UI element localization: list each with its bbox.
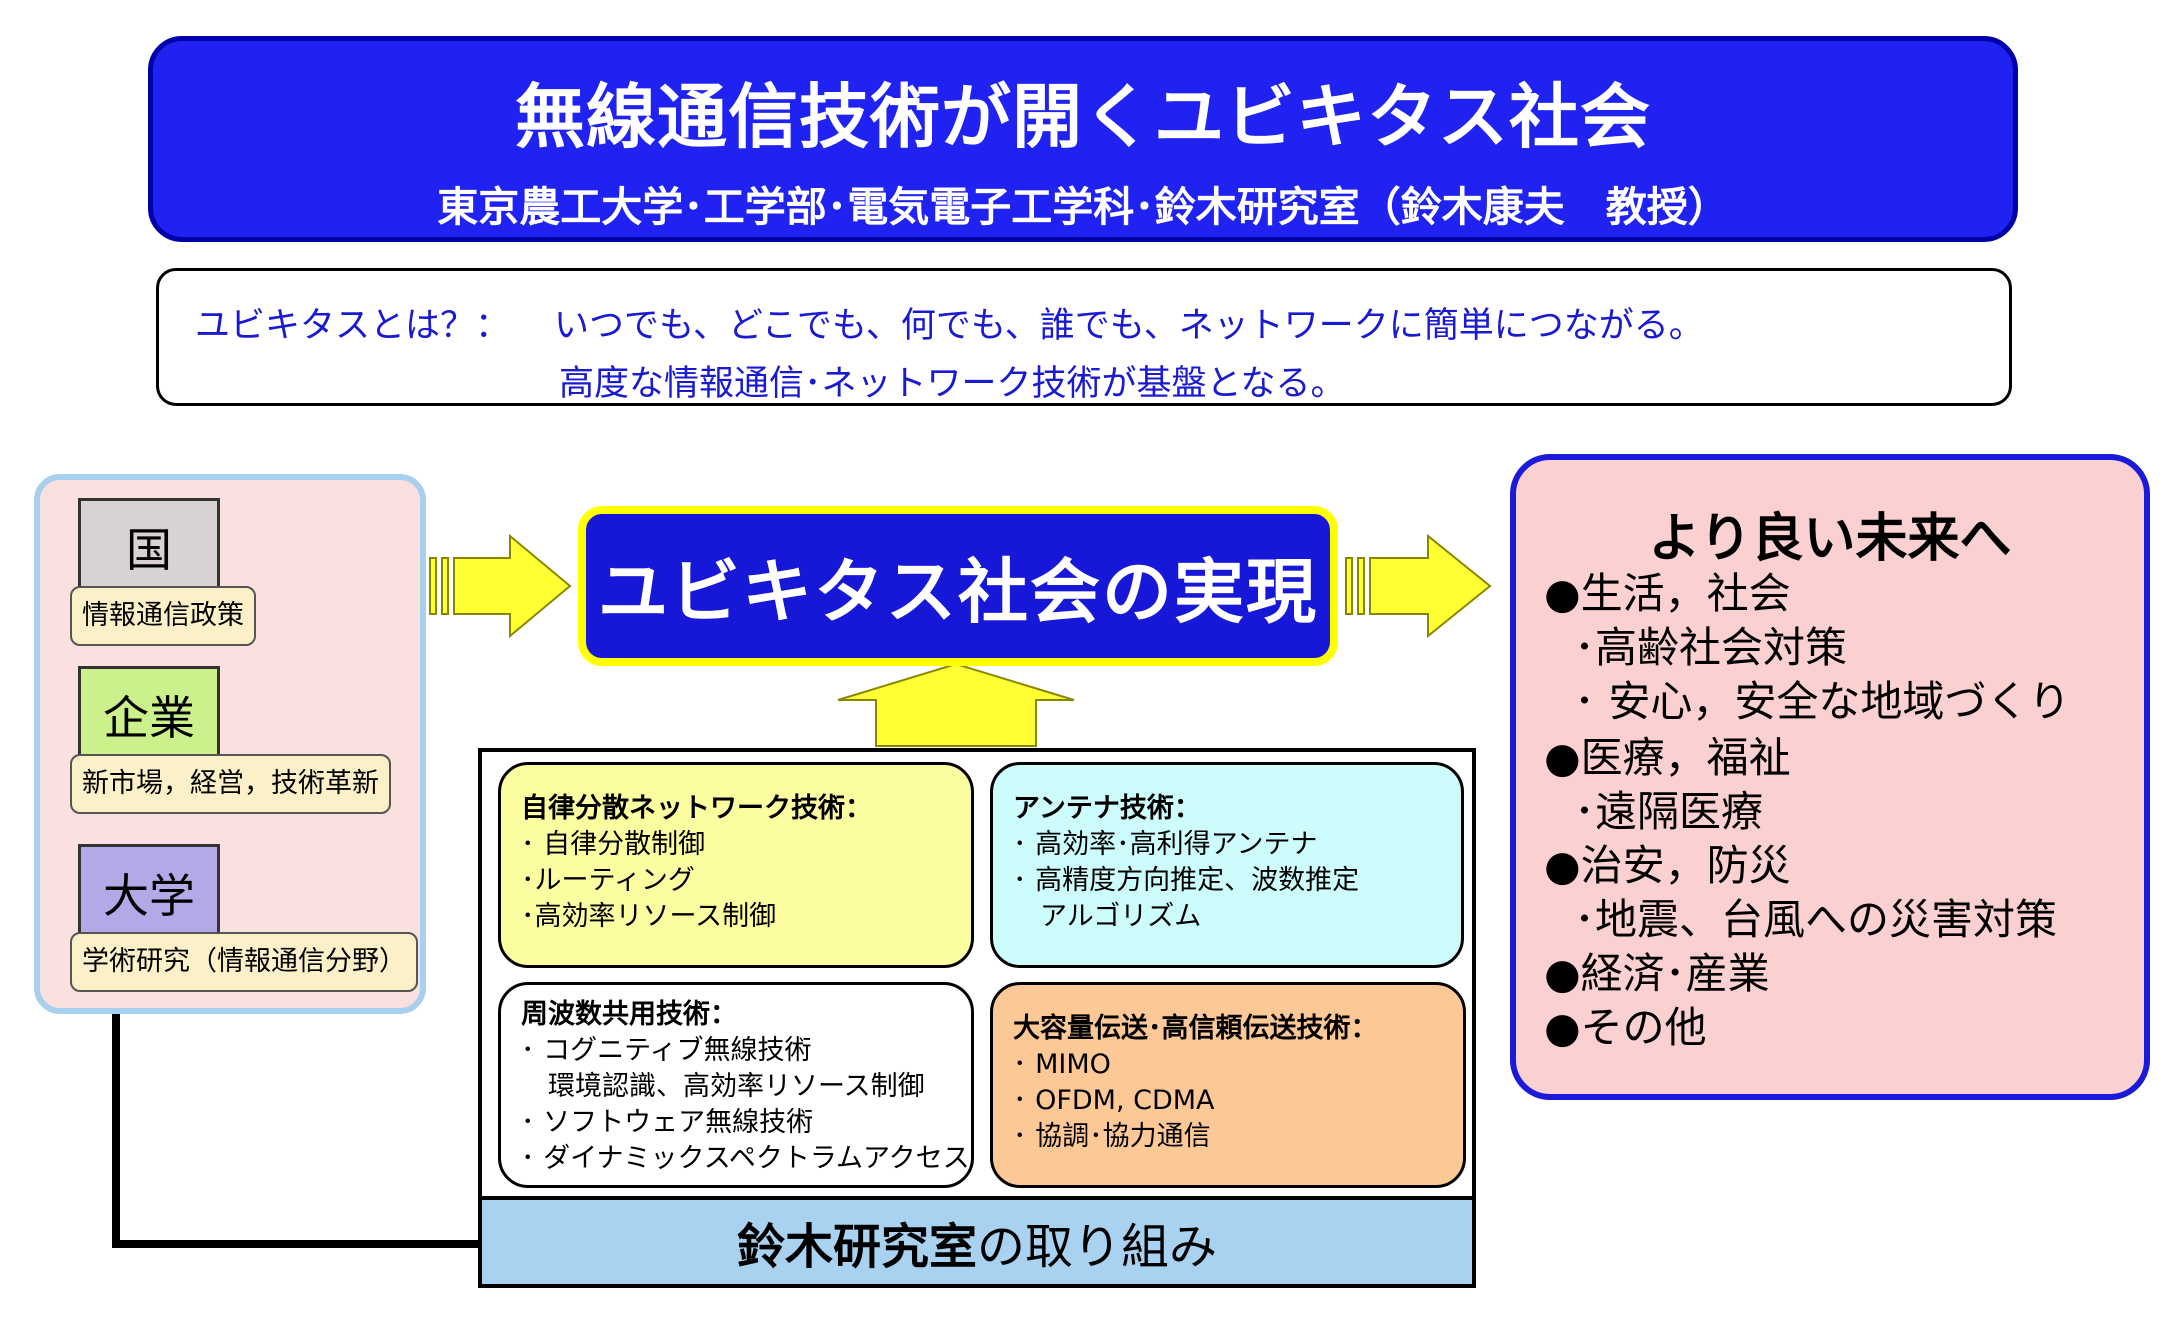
actor-company-tag: 企業 <box>78 666 220 764</box>
tech-title: 周波数共用技術： <box>521 999 737 1030</box>
future-subitem: ･高齢社会対策 <box>1574 623 1848 672</box>
bullet-icon: ● <box>1544 1003 1581 1052</box>
tech-line: ･ 高精度方向推定、波数推定 <box>1013 865 1360 896</box>
lab-footer-rest: の取り組み <box>977 1219 1218 1275</box>
actors-panel: 国 情報通信政策 企業 新市場，経営，技術革新 大学 学術研究（情報通信分野） <box>34 474 426 1014</box>
actor-country-tag: 国 <box>78 498 220 596</box>
actor-country-role: 情報通信政策 <box>70 586 256 646</box>
bullet-icon: ● <box>1544 841 1581 890</box>
tech-line: ･ MIMO <box>1013 1049 1111 1080</box>
arrow-goal-to-future <box>1345 533 1492 639</box>
lab-footer: 鈴木研究室の取り組み <box>478 1196 1476 1288</box>
tech-line: ･ 自律分散制御 <box>521 829 706 860</box>
future-subitem: ･地震、台風への災害対策 <box>1574 895 2058 944</box>
bullet-icon: ● <box>1544 569 1581 618</box>
actor-university-role: 学術研究（情報通信分野） <box>70 932 418 992</box>
tech-line: ･ 高効率･高利得アンテナ <box>1013 829 1318 860</box>
tech-title: 大容量伝送･高信頼伝送技術： <box>1013 1013 1378 1044</box>
goal-box: ユビキタス社会の実現 <box>578 506 1338 666</box>
tech-line: ･ OFDM, CDMA <box>1013 1085 1215 1116</box>
tech-line: ･ 協調･協力通信 <box>1013 1121 1211 1152</box>
definition-box: ユビキタスとは？： いつでも、どこでも、何でも、誰でも、ネットワークに簡単につな… <box>156 268 2012 406</box>
tech-box-spectrum-sharing: 周波数共用技術： ･ コグニティブ無線技術 環境認識、高効率リソース制御 ･ ソ… <box>498 982 974 1188</box>
tech-line: ･ルーティング <box>521 865 695 896</box>
arrow-left-to-goal <box>429 533 572 639</box>
goal-label: ユビキタス社会の実現 <box>598 550 1318 633</box>
arrow-lab-to-goal <box>837 662 1075 747</box>
university-lab-connector <box>112 1014 478 1248</box>
tech-title: 自律分散ネットワーク技術： <box>521 793 872 824</box>
bullet-icon: ● <box>1544 949 1581 998</box>
future-title: より良い未来へ <box>1648 509 2012 569</box>
actor-company-name: 企業 <box>103 691 195 745</box>
tech-line: ･ ダイナミックスペクトラムアクセス <box>521 1143 970 1174</box>
title-banner: 無線通信技術が開くユビキタス社会 東京農工大学･工学部･電気電子工学科･鈴木研究… <box>148 36 2018 242</box>
actor-country-name: 国 <box>126 523 172 577</box>
future-item: ●経済･産業 <box>1544 949 1770 998</box>
future-item: ●その他 <box>1544 1003 1707 1052</box>
tech-box-autonomous-network: 自律分散ネットワーク技術： ･ 自律分散制御 ･ルーティング ･高効率リソース制… <box>498 762 974 968</box>
tech-title: アンテナ技術： <box>1013 793 1201 824</box>
actor-university-name: 大学 <box>103 869 195 923</box>
tech-line: ･高効率リソース制御 <box>521 901 777 932</box>
future-panel: より良い未来へ ●生活，社会 ･高齢社会対策 ･ 安心，安全な地域づくり ●医療… <box>1510 454 2150 1100</box>
definition-label: ユビキタスとは？： <box>195 306 511 346</box>
tech-line: 環境認識、高効率リソース制御 <box>521 1071 925 1102</box>
page-subtitle: 東京農工大学･工学部･電気電子工学科･鈴木研究室（鈴木康夫 教授） <box>437 183 1729 231</box>
future-subitem: ･ 安心，安全な地域づくり <box>1574 677 2071 726</box>
definition-line-2: 高度な情報通信･ネットワーク技術が基盤となる。 <box>559 364 1346 404</box>
tech-box-antenna: アンテナ技術： ･ 高効率･高利得アンテナ ･ 高精度方向推定、波数推定 アルゴ… <box>990 762 1464 968</box>
future-item: ●医療，福祉 <box>1544 733 1791 782</box>
bullet-icon: ● <box>1544 733 1581 782</box>
future-subitem: ･遠隔医療 <box>1574 787 1764 836</box>
tech-line: アルゴリズム <box>1013 901 1202 932</box>
future-item: ●生活，社会 <box>1544 569 1791 618</box>
page-title: 無線通信技術が開くユビキタス社会 <box>515 76 1651 158</box>
future-item: ●治安，防災 <box>1544 841 1791 890</box>
definition-line-1: いつでも、どこでも、何でも、誰でも、ネットワークに簡単につながる。 <box>554 306 1704 346</box>
tech-box-high-capacity-transmission: 大容量伝送･高信頼伝送技術： ･ MIMO ･ OFDM, CDMA ･ 協調･… <box>990 982 1466 1188</box>
lab-name: 鈴木研究室 <box>736 1219 977 1275</box>
tech-line: ･ ソフトウェア無線技術 <box>521 1107 814 1138</box>
tech-line: ･ コグニティブ無線技術 <box>521 1035 812 1066</box>
actor-company-role: 新市場，経営，技術革新 <box>70 754 391 814</box>
